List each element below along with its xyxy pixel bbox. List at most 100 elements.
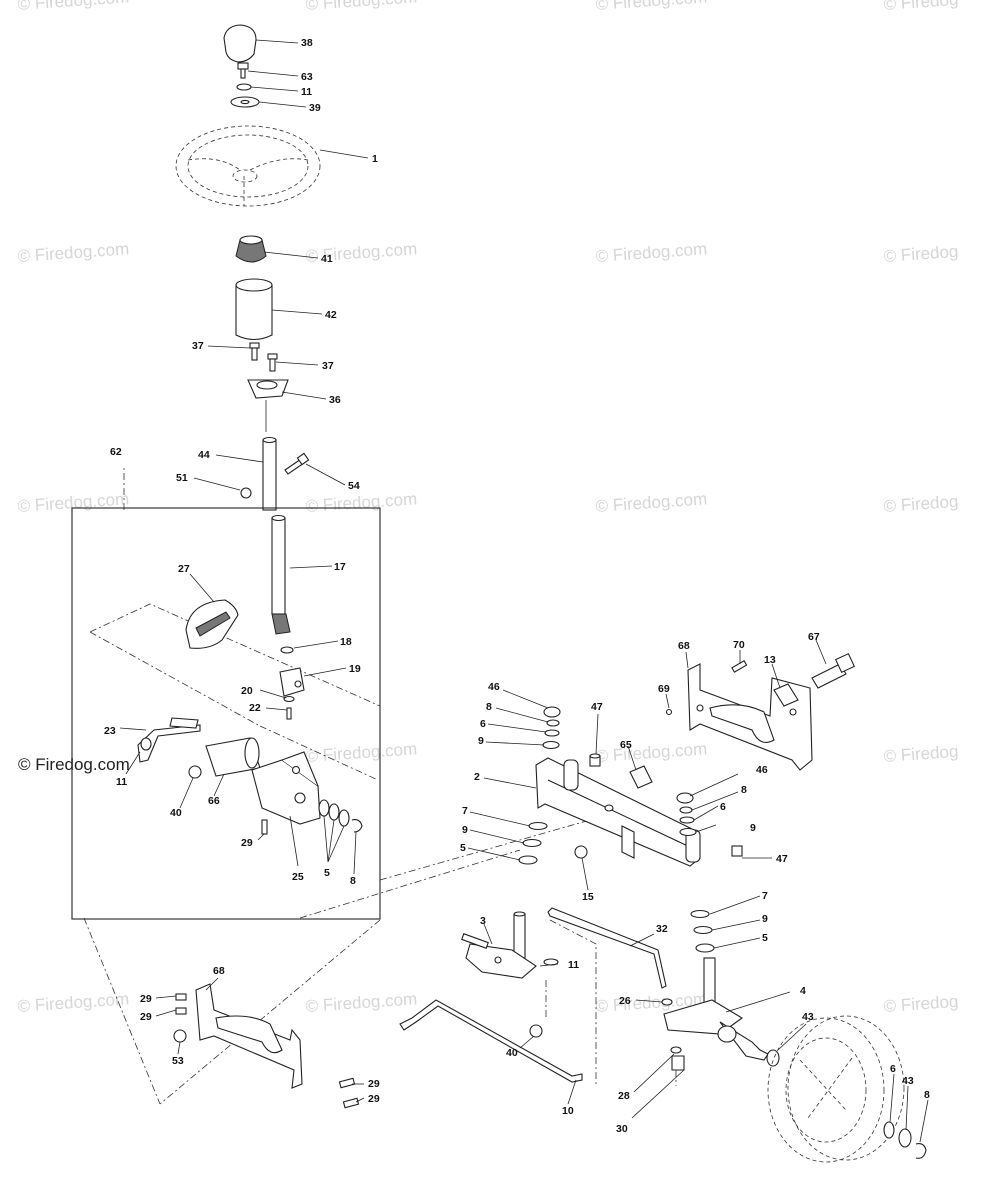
screw — [286, 707, 292, 720]
watermark-text: © Firedog.com — [305, 739, 418, 766]
callout-9-right: 9 — [762, 913, 768, 925]
spacer — [671, 1055, 685, 1071]
column-cover — [235, 278, 273, 341]
callout-68-left: 68 — [213, 965, 225, 977]
callout-70: 70 — [733, 639, 745, 651]
callout-37-left: 37 — [192, 340, 204, 352]
hex-bolt — [811, 652, 856, 689]
watermark-text: © Firedog.com — [17, 239, 130, 266]
bolt — [731, 660, 748, 673]
washer — [661, 998, 673, 1006]
callout-44: 44 — [198, 449, 210, 461]
bearing — [542, 740, 560, 750]
callout-1: 1 — [372, 153, 378, 165]
bearing — [690, 909, 710, 919]
callout-5-left: 5 — [460, 842, 466, 854]
spindle-left — [461, 911, 537, 979]
watermark-text: © Firedog — [883, 0, 959, 14]
callout-2: 2 — [474, 771, 480, 783]
callout-40-box: 40 — [170, 807, 182, 819]
callout-67: 67 — [808, 631, 820, 643]
watermark-text: © Firedog — [883, 242, 959, 266]
callout-63: 63 — [301, 71, 313, 83]
spline-adapter — [235, 235, 267, 263]
callout-29-left-b: 29 — [140, 1011, 152, 1023]
bolt — [284, 452, 310, 475]
callout-11-box: 11 — [116, 776, 127, 788]
steering-shaft-pinion — [271, 514, 291, 635]
watermark-text: © Firedog.com — [595, 0, 708, 14]
steering-arm — [137, 717, 201, 763]
watermark-text: © Firedog.com — [595, 239, 708, 266]
callout-11-axle: 11 — [568, 959, 579, 971]
washer — [679, 816, 695, 824]
callout-3: 3 — [480, 915, 486, 927]
watermark-text: © Firedog.com — [17, 989, 130, 1016]
callout-65: 65 — [620, 739, 632, 751]
callout-9-left-top: 9 — [478, 735, 484, 747]
callout-23: 23 — [104, 725, 116, 737]
callout-41: 41 — [321, 253, 333, 265]
callout-5-box: 5 — [324, 867, 330, 879]
callout-46-left: 46 — [488, 681, 500, 693]
steering-wheel — [175, 125, 321, 207]
callout-18: 18 — [340, 636, 352, 648]
callout-47-left: 47 — [591, 701, 603, 713]
callout-29-right-a: 29 — [368, 1078, 380, 1090]
callout-43-top: 43 — [802, 1011, 814, 1023]
callout-69: 69 — [658, 683, 670, 695]
steering-gear-assembly-box — [71, 507, 381, 920]
bolts — [173, 993, 360, 1109]
callout-47-right: 47 — [776, 853, 788, 865]
washer — [898, 1128, 912, 1148]
watermark-text: © Firedog.com — [305, 989, 418, 1016]
callout-20: 20 — [241, 685, 253, 697]
drag-link — [547, 907, 667, 989]
front-axle — [535, 757, 701, 867]
leader-lines — [119, 39, 929, 1143]
callout-8-left: 8 — [486, 701, 492, 713]
watermark-text: © Firedog.com — [595, 739, 708, 766]
callout-17: 17 — [334, 561, 346, 573]
bolt — [249, 342, 278, 372]
callout-68-right: 68 — [678, 640, 690, 652]
screw — [237, 62, 249, 79]
callout-13: 13 — [764, 654, 776, 666]
callout-42: 42 — [325, 309, 337, 321]
callout-28: 28 — [618, 1090, 630, 1102]
e-clip — [679, 806, 693, 814]
callout-36: 36 — [329, 394, 341, 406]
callout-29-right-b: 29 — [368, 1093, 380, 1105]
callout-29-box: 29 — [241, 837, 253, 849]
e-clip — [351, 819, 363, 833]
callout-8-box: 8 — [350, 875, 356, 887]
callout-4: 4 — [800, 985, 806, 997]
callout-53: 53 — [172, 1055, 184, 1067]
pivot-bracket — [251, 751, 321, 825]
callout-39: 39 — [309, 102, 321, 114]
callout-7-right: 7 — [762, 890, 768, 902]
e-clip — [915, 1143, 927, 1159]
washer — [766, 1049, 780, 1067]
callout-labels: 38 63 11 39 1 41 42 37 37 36 44 51 54 62… — [104, 37, 930, 1135]
washer — [522, 838, 542, 848]
callout-5-right: 5 — [762, 932, 768, 944]
washer — [518, 855, 538, 865]
tie-rod — [399, 999, 583, 1083]
watermark-text: © Firedog.com — [17, 489, 130, 516]
callout-19: 19 — [349, 663, 361, 675]
watermark-main: © Firedog.com — [18, 755, 130, 774]
callout-26: 26 — [619, 995, 631, 1007]
callout-54: 54 — [348, 480, 360, 492]
bushing — [629, 765, 653, 789]
steering-shaft — [262, 436, 277, 511]
nut — [529, 1024, 543, 1038]
bolt — [261, 819, 268, 835]
washer — [544, 729, 560, 737]
cap — [676, 792, 694, 804]
washer — [883, 1121, 895, 1139]
callout-51: 51 — [176, 472, 188, 484]
washer — [283, 695, 295, 703]
watermark-text: © Firedog.com — [595, 489, 708, 516]
